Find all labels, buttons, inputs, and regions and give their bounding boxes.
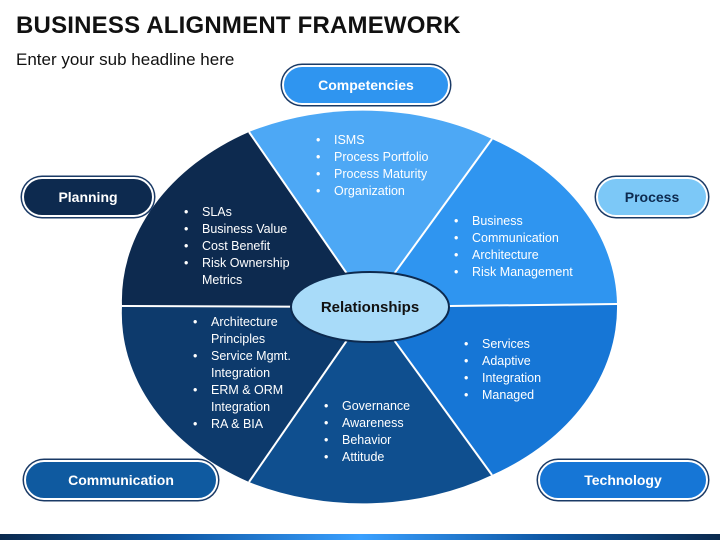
list-item: Business Value — [178, 221, 308, 238]
list-item: RA & BIA — [187, 416, 307, 433]
list-item: Architecture Principles — [187, 314, 307, 348]
pill-planning: Planning — [22, 177, 154, 217]
list-item: ISMS — [310, 132, 428, 149]
list-item: Process Portfolio — [310, 149, 428, 166]
list-item: Behavior — [318, 432, 410, 449]
list-item: Service Mgmt. Integration — [187, 348, 307, 382]
list-technology: Services Adaptive Integration Managed — [458, 336, 541, 404]
list-item: Attitude — [318, 449, 410, 466]
list-item: Organization — [310, 183, 428, 200]
list-item: Cost Benefit — [178, 238, 308, 255]
list-governance: Governance Awareness Behavior Attitude — [318, 398, 410, 466]
list-item: Managed — [458, 387, 541, 404]
list-item: Communication — [448, 230, 573, 247]
page-title: BUSINESS ALIGNMENT FRAMEWORK — [16, 12, 461, 39]
list-item: Business — [448, 213, 573, 230]
center-ellipse — [290, 271, 450, 343]
list-item: Risk Management — [448, 264, 573, 281]
list-item: Awareness — [318, 415, 410, 432]
list-item: Process Maturity — [310, 166, 428, 183]
list-communication: Architecture Principles Service Mgmt. In… — [187, 314, 307, 433]
list-process: Business Communication Architecture Risk… — [448, 213, 573, 281]
list-item: Adaptive — [458, 353, 541, 370]
list-competencies: ISMS Process Portfolio Process Maturity … — [310, 132, 428, 200]
pill-communication: Communication — [24, 460, 218, 500]
list-item: Services — [458, 336, 541, 353]
pill-process: Process — [596, 177, 708, 217]
list-item: Risk Ownership Metrics — [178, 255, 308, 289]
list-item: Governance — [318, 398, 410, 415]
center-label: Relationships — [320, 298, 420, 316]
page-subtitle: Enter your sub headline here — [16, 50, 235, 69]
pill-competencies: Competencies — [282, 65, 450, 105]
bottom-accent-bar — [0, 534, 720, 540]
list-planning: SLAs Business Value Cost Benefit Risk Ow… — [178, 204, 308, 289]
pill-technology: Technology — [538, 460, 708, 500]
list-item: Architecture — [448, 247, 573, 264]
list-item: SLAs — [178, 204, 308, 221]
list-item: ERM & ORM Integration — [187, 382, 307, 416]
list-item: Integration — [458, 370, 541, 387]
